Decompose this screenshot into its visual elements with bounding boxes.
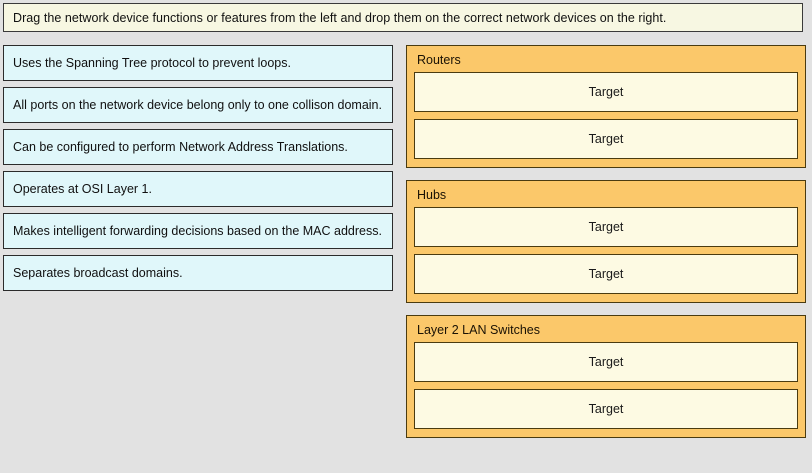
drop-target-label: Target [588, 85, 624, 99]
instruction-text: Drag the network device functions or fea… [13, 10, 667, 25]
source-item-label: Separates broadcast domains. [13, 266, 183, 280]
drop-target[interactable]: Target [414, 207, 798, 247]
draggable-source-item[interactable]: Uses the Spanning Tree protocol to preve… [3, 45, 393, 81]
target-group-title: Routers [417, 53, 461, 67]
drop-target-label: Target [588, 220, 624, 234]
drop-target-label: Target [588, 132, 624, 146]
source-item-label: Can be configured to perform Network Add… [13, 140, 348, 154]
draggable-source-item[interactable]: Makes intelligent forwarding decisions b… [3, 213, 393, 249]
draggable-source-item[interactable]: Can be configured to perform Network Add… [3, 129, 393, 165]
drop-target-label: Target [588, 267, 624, 281]
drop-target[interactable]: Target [414, 254, 798, 294]
source-item-label: All ports on the network device belong o… [13, 98, 382, 112]
source-item-label: Uses the Spanning Tree protocol to preve… [13, 56, 291, 70]
draggable-source-item[interactable]: Separates broadcast domains. [3, 255, 393, 291]
target-group-hubs: Hubs Target Target [406, 180, 806, 303]
drop-target[interactable]: Target [414, 119, 798, 159]
instruction-banner: Drag the network device functions or fea… [3, 3, 803, 32]
drop-target-label: Target [588, 355, 624, 369]
drop-target-label: Target [588, 402, 624, 416]
drop-target[interactable]: Target [414, 72, 798, 112]
drop-target[interactable]: Target [414, 342, 798, 382]
draggable-source-item[interactable]: All ports on the network device belong o… [3, 87, 393, 123]
target-group-layer-2-lan-switches: Layer 2 LAN Switches Target Target [406, 315, 806, 438]
target-group-routers: Routers Target Target [406, 45, 806, 168]
target-group-title: Hubs [417, 188, 447, 202]
source-item-label: Makes intelligent forwarding decisions b… [13, 224, 382, 238]
draggable-source-item[interactable]: Operates at OSI Layer 1. [3, 171, 393, 207]
drop-target[interactable]: Target [414, 389, 798, 429]
target-group-title: Layer 2 LAN Switches [417, 323, 540, 337]
source-item-label: Operates at OSI Layer 1. [13, 182, 152, 196]
source-panel: Uses the Spanning Tree protocol to preve… [3, 45, 393, 297]
target-panel: Routers Target Target Hubs Target Target… [406, 45, 806, 450]
